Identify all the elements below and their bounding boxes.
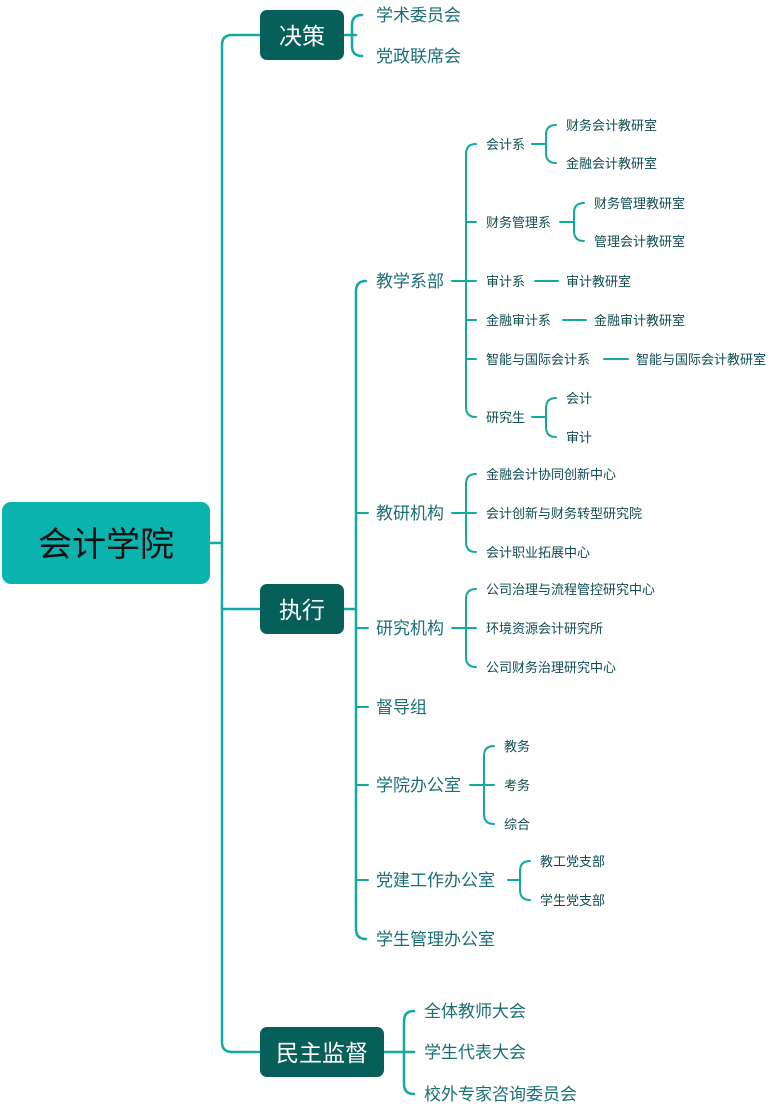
connectors (208, 13, 629, 1096)
teaching-office[interactable]: 财务管理教研室 (594, 196, 685, 212)
root-box (2, 502, 210, 584)
teaching-bracket (451, 143, 477, 418)
teaching-research-item[interactable]: 会计创新与财务转型研究院 (486, 506, 642, 522)
teaching-research-item[interactable]: 会计职业拓展中心 (486, 546, 590, 561)
graduate-program[interactable]: 审计 (566, 431, 592, 446)
office-item[interactable]: 教务 (504, 739, 530, 755)
office-item[interactable]: 考务 (504, 778, 530, 794)
teaching-research-item[interactable]: 金融会计协同创新中心 (486, 467, 616, 483)
graduate-dept[interactable]: 研究生 (486, 411, 525, 426)
execution-ticks (355, 512, 369, 881)
execution-box (260, 584, 344, 634)
accounting-bracket (531, 124, 557, 164)
graduate-program[interactable]: 会计 (566, 392, 592, 407)
root-trunk-link (208, 33, 234, 1054)
accounting-dept[interactable]: 会计系 (486, 138, 525, 153)
teaching-office[interactable]: 金融审计教研室 (594, 313, 685, 329)
democracy-node[interactable]: 民主监督 (260, 1027, 384, 1077)
graduate-bracket (531, 397, 557, 438)
party-bracket (507, 860, 531, 901)
decision-node[interactable]: 决策 (260, 10, 344, 60)
finmgmt-bracket (559, 202, 585, 242)
teaching-office[interactable]: 管理会计教研室 (594, 234, 685, 250)
democracy-label: 民主监督 (276, 1041, 368, 1067)
root-node[interactable]: 会计学院 (2, 502, 210, 584)
decision-bracket (342, 13, 364, 58)
decision-label: 决策 (279, 24, 325, 50)
execution-trunk (342, 279, 368, 941)
research-bracket (451, 588, 477, 668)
finaudit-dept[interactable]: 金融审计系 (486, 313, 551, 329)
research-item[interactable]: 公司治理与流程管控研究中心 (486, 583, 655, 598)
democracy-item[interactable]: 校外专家咨询委员会 (424, 1085, 577, 1105)
office-label[interactable]: 学院办公室 (376, 776, 461, 796)
decision-item[interactable]: 党政联席会 (376, 47, 461, 67)
democracy-box (260, 1027, 384, 1077)
teaching-research-bracket (451, 473, 477, 553)
teaching-dept-label[interactable]: 教学系部 (376, 272, 444, 292)
execution-node[interactable]: 执行 (260, 584, 344, 634)
execution-label: 执行 (279, 598, 325, 624)
democracy-item[interactable]: 学生代表大会 (424, 1043, 526, 1063)
party-branch[interactable]: 教工党支部 (540, 854, 605, 870)
teaching-office[interactable]: 智能与国际会计教研室 (636, 352, 766, 368)
finmgmt-dept[interactable]: 财务管理系 (486, 215, 551, 231)
teaching-office[interactable]: 审计教研室 (566, 274, 631, 290)
party-branch[interactable]: 学生党支部 (540, 893, 605, 909)
teaching-office[interactable]: 金融会计教研室 (566, 156, 657, 172)
office-bracket (469, 745, 495, 825)
research-label[interactable]: 研究机构 (376, 619, 444, 639)
party-office-label[interactable]: 党建工作办公室 (376, 871, 495, 891)
root-label: 会计学院 (38, 525, 174, 565)
student-office-label[interactable]: 学生管理办公室 (376, 930, 495, 950)
office-item[interactable]: 综合 (504, 818, 530, 833)
teaching-research-label[interactable]: 教研机构 (376, 504, 444, 524)
research-item[interactable]: 公司财务治理研究中心 (486, 660, 616, 676)
teaching-office[interactable]: 财务会计教研室 (566, 118, 657, 134)
audit-dept[interactable]: 审计系 (486, 275, 525, 290)
intl-dept[interactable]: 智能与国际会计系 (486, 353, 590, 368)
supervision-label[interactable]: 督导组 (376, 698, 427, 718)
decision-item[interactable]: 学术委员会 (376, 6, 461, 26)
decision-box (260, 10, 344, 60)
research-item[interactable]: 环境资源会计研究所 (486, 622, 603, 637)
democracy-item[interactable]: 全体教师大会 (424, 1002, 526, 1022)
